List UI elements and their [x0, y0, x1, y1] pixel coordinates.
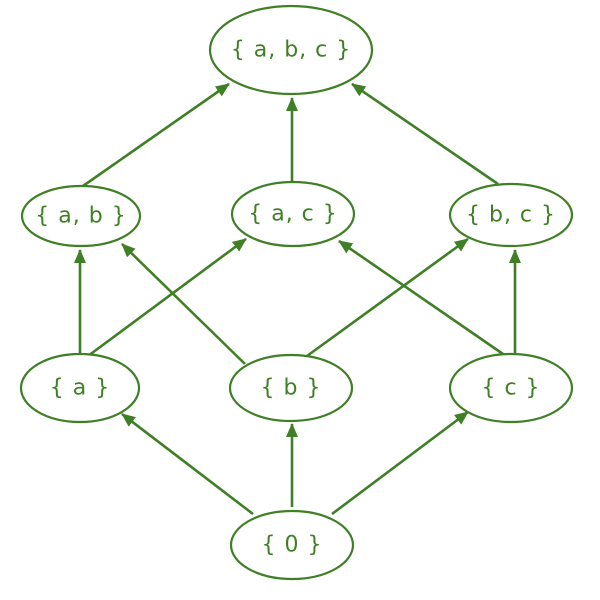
node-b-label: { b }	[261, 376, 322, 401]
node-abc[interactable]: { a, b, c }	[208, 4, 374, 96]
node-a[interactable]: { a }	[19, 352, 141, 424]
node-empty-label: { 0 }	[262, 533, 323, 558]
nodes-layer: { a, b, c } { a, b } { a, c } { b, c } {…	[19, 4, 574, 581]
node-ac[interactable]: { a, c }	[230, 180, 356, 248]
node-bc[interactable]: { b, c }	[448, 182, 574, 248]
edge-b-to-ab	[121, 243, 246, 365]
edge-empty-to-c	[331, 410, 469, 516]
edge-a-to-ac	[87, 237, 247, 358]
node-empty[interactable]: { 0 }	[229, 509, 355, 581]
node-a-label: { a }	[50, 376, 110, 401]
node-ab-label: { a, b }	[35, 204, 126, 229]
node-bc-label: { b, c }	[466, 203, 556, 228]
node-abc-label: { a, b, c }	[231, 38, 352, 63]
edge-bc-to-abc	[351, 82, 499, 186]
node-b[interactable]: { b }	[228, 353, 354, 423]
node-c-label: { c }	[481, 376, 540, 401]
edges-layer	[74, 82, 521, 516]
node-ac-label: { a, c }	[248, 202, 338, 227]
node-ab[interactable]: { a, b }	[20, 184, 142, 248]
node-c[interactable]: { c }	[448, 352, 574, 424]
edge-ab-to-abc	[82, 82, 230, 188]
edge-b-to-bc	[306, 237, 469, 358]
edge-empty-to-a	[121, 412, 254, 516]
edge-c-to-ac	[338, 239, 504, 356]
